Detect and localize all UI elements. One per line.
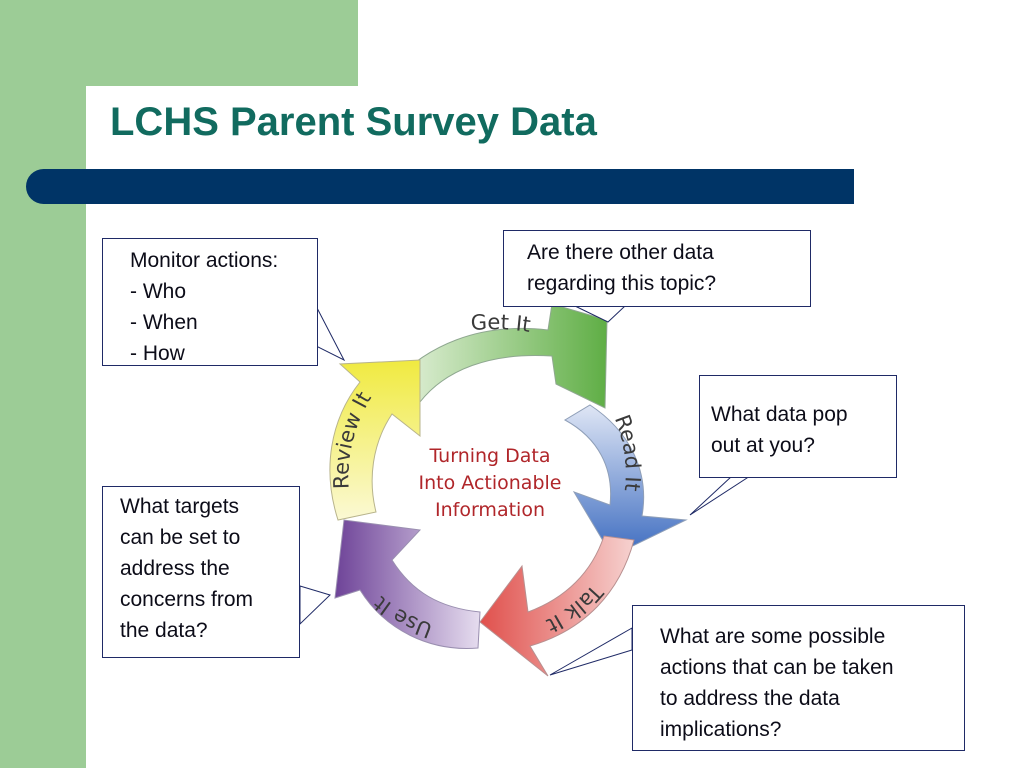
callout-line: to address the data	[660, 687, 840, 710]
callout-line: - How	[130, 342, 185, 365]
callout-line: What data pop	[711, 403, 848, 426]
center-line-2: Into Actionable	[419, 472, 562, 494]
callout-line: What targets	[120, 495, 240, 518]
callout-line: address the	[120, 557, 230, 580]
callout-pop-out: What data pop out at you?	[699, 375, 897, 478]
pointer-actions	[549, 627, 633, 676]
green-top-band	[0, 0, 358, 86]
callout-line: actions that can be taken	[660, 656, 894, 679]
callout-targets: What targets can be set to address the c…	[102, 486, 300, 658]
title-underline-bar	[26, 169, 854, 204]
pointer-monitor	[315, 305, 346, 362]
callout-monitor-actions: Monitor actions: - Who - When - How	[102, 238, 318, 366]
callout-line: can be set to	[120, 526, 241, 549]
slide-title: LCHS Parent Survey Data	[110, 100, 597, 144]
callout-line: implications?	[660, 718, 782, 741]
callout-line: What are some possible	[660, 625, 886, 648]
callout-line: - When	[130, 311, 198, 334]
callout-line: - Who	[130, 280, 187, 303]
callout-line: the data?	[120, 619, 208, 642]
stage-label-get-it: Get It	[470, 310, 532, 337]
callout-possible-actions: What are some possible actions that can …	[632, 605, 965, 751]
stage-get-it	[387, 303, 608, 409]
callout-other-data: Are there other data regarding this topi…	[503, 230, 811, 307]
callout-line: Monitor actions:	[130, 249, 279, 272]
stage-talk-it	[479, 535, 635, 677]
callout-line: regarding this topic?	[527, 272, 717, 295]
center-line-1: Turning Data	[428, 445, 550, 467]
callout-line: out at you?	[711, 434, 815, 457]
callout-line: concerns from	[120, 588, 254, 611]
center-line-3: Information	[435, 499, 545, 521]
stage-review-it	[329, 359, 421, 521]
cycle-center-caption: Turning Data Into Actionable Information	[419, 445, 562, 521]
pointer-pop-out	[689, 475, 752, 516]
pointer-targets	[299, 585, 331, 626]
green-side-band	[0, 0, 86, 768]
stage-use-it	[334, 519, 481, 649]
callout-line: Are there other data	[527, 241, 714, 264]
